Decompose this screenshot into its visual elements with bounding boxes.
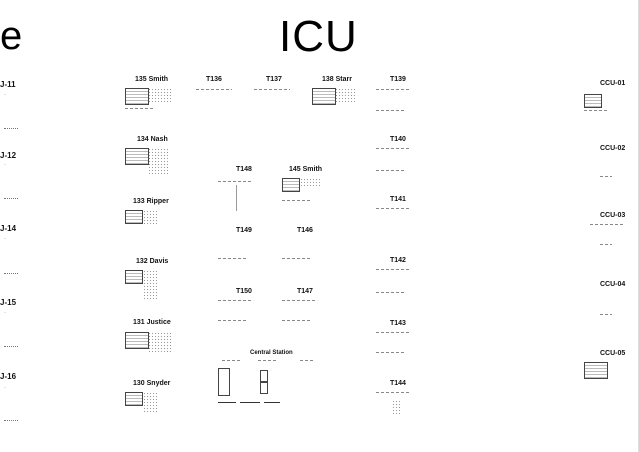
room-status-line <box>218 320 246 321</box>
central-station-header <box>258 360 276 361</box>
room-label-t137[interactable]: T137 <box>266 76 282 83</box>
patient-vitals <box>148 88 172 104</box>
room-status-line <box>600 176 612 177</box>
patient-thumbnail[interactable] <box>312 88 336 105</box>
room-status-line <box>218 258 246 259</box>
central-station-slot[interactable] <box>260 370 268 382</box>
patient-notes <box>282 200 312 201</box>
central-station-button[interactable] <box>264 398 280 403</box>
room-status-line <box>376 269 410 270</box>
patient-vitals <box>148 332 172 352</box>
left-unit-detail: ·· <box>4 93 7 97</box>
left-unit-code[interactable]: J-16 <box>0 372 17 381</box>
left-divider <box>4 420 18 421</box>
room-status-line <box>282 258 310 259</box>
patient-thumbnail[interactable] <box>584 362 608 379</box>
left-unit-detail: ·· <box>4 163 7 167</box>
room-status-line <box>376 332 410 333</box>
patient-vitals <box>143 392 159 414</box>
left-unit-detail: ·· <box>4 386 7 390</box>
room-status-line <box>218 300 252 301</box>
room-status-line <box>590 224 624 225</box>
partial-title-fragment: e <box>0 14 23 58</box>
room-status-dots <box>392 400 402 414</box>
central-station-slot[interactable] <box>260 382 268 394</box>
ccu-label-04[interactable]: CCU-04 <box>600 281 626 288</box>
room-status-line <box>218 181 252 182</box>
patient-vitals <box>300 178 320 188</box>
patient-thumbnail[interactable] <box>125 210 143 224</box>
room-status-line <box>600 314 612 315</box>
room-label-138[interactable]: 138 Starr <box>322 76 352 83</box>
left-unit-code[interactable]: J-12 <box>0 151 17 160</box>
room-label-145[interactable]: 145 Smith <box>289 166 323 173</box>
central-station-button[interactable] <box>240 398 260 403</box>
patient-thumbnail[interactable] <box>125 270 143 284</box>
room-label-t142[interactable]: T142 <box>390 257 406 264</box>
patient-thumbnail[interactable] <box>125 332 149 349</box>
room-label-135[interactable]: 135 Smith <box>135 76 169 83</box>
room-label-130[interactable]: 130 Snyder <box>133 380 171 387</box>
patient-vitals <box>143 270 157 300</box>
ccu-label-05[interactable]: CCU-05 <box>600 350 626 357</box>
central-station-header <box>300 360 314 361</box>
central-station-button[interactable] <box>218 398 236 403</box>
room-label-t136[interactable]: T136 <box>206 76 222 83</box>
room-status-line <box>282 300 316 301</box>
ccu-label-02[interactable]: CCU-02 <box>600 145 626 152</box>
patient-vitals <box>335 88 357 104</box>
room-status-line <box>282 320 310 321</box>
room-status-line <box>196 89 232 90</box>
room-label-t144[interactable]: T144 <box>390 380 406 387</box>
patient-vitals <box>143 210 157 224</box>
left-unit-code[interactable]: J-14 <box>0 224 17 233</box>
patient-thumbnail[interactable] <box>125 88 149 105</box>
patient-thumbnail[interactable] <box>282 178 300 192</box>
room-status-line <box>584 110 608 111</box>
room-status-line <box>376 148 410 149</box>
patient-thumbnail[interactable] <box>125 148 149 165</box>
room-label-t140[interactable]: T140 <box>390 136 406 143</box>
room-label-t143[interactable]: T143 <box>390 320 406 327</box>
central-station-label: Central Station <box>250 350 293 356</box>
central-station-header <box>222 360 240 361</box>
left-divider <box>4 128 18 129</box>
left-unit-detail: ·· <box>4 311 7 315</box>
room-status-bar <box>236 185 237 211</box>
room-label-t139[interactable]: T139 <box>390 76 406 83</box>
patient-vitals <box>148 148 170 176</box>
room-label-t141[interactable]: T141 <box>390 196 406 203</box>
page-title: ICU <box>279 12 358 61</box>
room-label-133[interactable]: 133 Ripper <box>133 198 169 205</box>
room-status-line <box>376 392 410 393</box>
room-label-134[interactable]: 134 Nash <box>137 136 168 143</box>
room-label-131[interactable]: 131 Justice <box>133 319 171 326</box>
room-status-line <box>376 170 404 171</box>
room-label-t150[interactable]: T150 <box>236 288 252 295</box>
left-unit-code[interactable]: J-11 <box>0 80 16 89</box>
left-unit-code[interactable]: J-15 <box>0 298 17 307</box>
room-status-line <box>600 244 612 245</box>
patient-thumbnail[interactable] <box>125 392 143 406</box>
ccu-label-01[interactable]: CCU-01 <box>600 80 626 87</box>
room-status-line <box>376 110 404 111</box>
room-label-132[interactable]: 132 Davis <box>136 258 169 265</box>
room-label-t149[interactable]: T149 <box>236 227 252 234</box>
left-divider <box>4 273 18 274</box>
left-unit-detail: ·· <box>4 237 7 241</box>
room-status-line <box>376 89 410 90</box>
ccu-label-03[interactable]: CCU-03 <box>600 212 626 219</box>
room-label-t147[interactable]: T147 <box>297 288 313 295</box>
left-divider <box>4 198 18 199</box>
room-status-line <box>376 292 404 293</box>
central-station-panel[interactable] <box>218 368 230 396</box>
patient-thumbnail[interactable] <box>584 94 602 108</box>
left-divider <box>4 346 18 347</box>
room-status-line <box>376 352 404 353</box>
patient-notes <box>125 108 155 109</box>
room-status-line <box>254 89 290 90</box>
room-label-t146[interactable]: T146 <box>297 227 313 234</box>
room-status-line <box>376 208 410 209</box>
room-label-t148[interactable]: T148 <box>236 166 252 173</box>
